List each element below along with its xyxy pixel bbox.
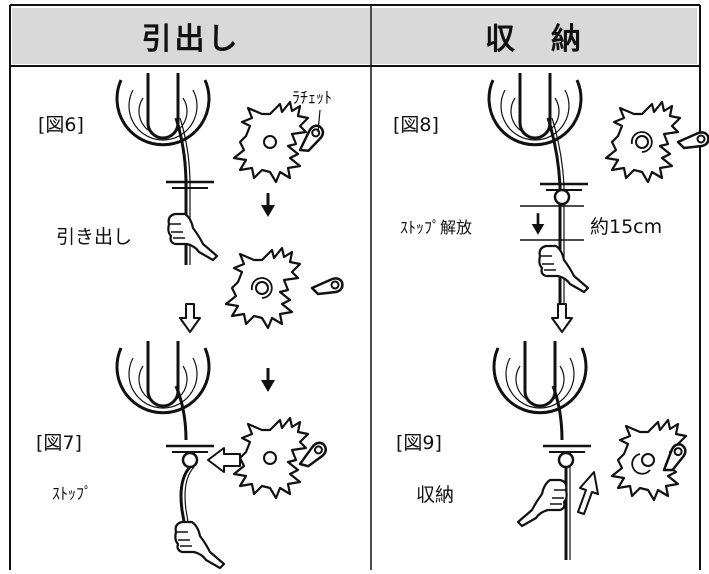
hollow-arrow-icon: [551, 303, 573, 333]
figure-label-9: [図9]: [396, 432, 442, 454]
distance-label: 約15cm: [590, 216, 663, 238]
header-right: 収 納: [372, 8, 697, 64]
ratchet-pawl-icon: [676, 131, 709, 150]
reel-icon: [115, 71, 211, 147]
hose: [174, 117, 188, 265]
ratchet-gear-icon: [232, 100, 310, 184]
hand-icon: [174, 520, 226, 570]
hollow-arrow-icon: [179, 303, 201, 333]
ratchet-gear-icon: [604, 100, 682, 184]
store-label: 収納: [416, 484, 455, 506]
hollow-arrow-icon: [207, 447, 241, 473]
figure-label-6: [図6]: [38, 114, 84, 136]
reel-icon: [115, 339, 211, 415]
down-arrow-icon: [259, 191, 277, 219]
stop-release-label: ｽﾄｯﾌﾟ解放: [400, 218, 473, 237]
reel-icon: [487, 71, 583, 147]
header-left: 引出し: [12, 8, 370, 64]
hand-icon: [167, 212, 219, 262]
hand-icon: [516, 478, 568, 528]
figure-label-8: [図8]: [393, 114, 439, 136]
pull-out-label: 引き出し: [56, 226, 133, 248]
ratchet-label: ﾗﾁｪｯﾄ: [292, 88, 333, 107]
reel-icon: [492, 339, 588, 415]
stop-label: ｽﾄｯﾌﾟ: [52, 484, 93, 503]
header-left-label: 引出し: [141, 22, 241, 57]
ratchet-gear-icon: [232, 416, 310, 500]
down-arrow-icon: [530, 211, 546, 237]
hollow-arrow-icon: [577, 471, 599, 515]
header-right-label: 収 納: [485, 22, 584, 57]
ratchet-gear-icon: [224, 246, 302, 330]
figure-label-7: [図7]: [36, 432, 82, 454]
table-frame: [9, 4, 701, 570]
ratchet-pawl-icon: [310, 277, 344, 296]
hose: [179, 465, 192, 546]
down-arrow-icon: [259, 366, 277, 394]
